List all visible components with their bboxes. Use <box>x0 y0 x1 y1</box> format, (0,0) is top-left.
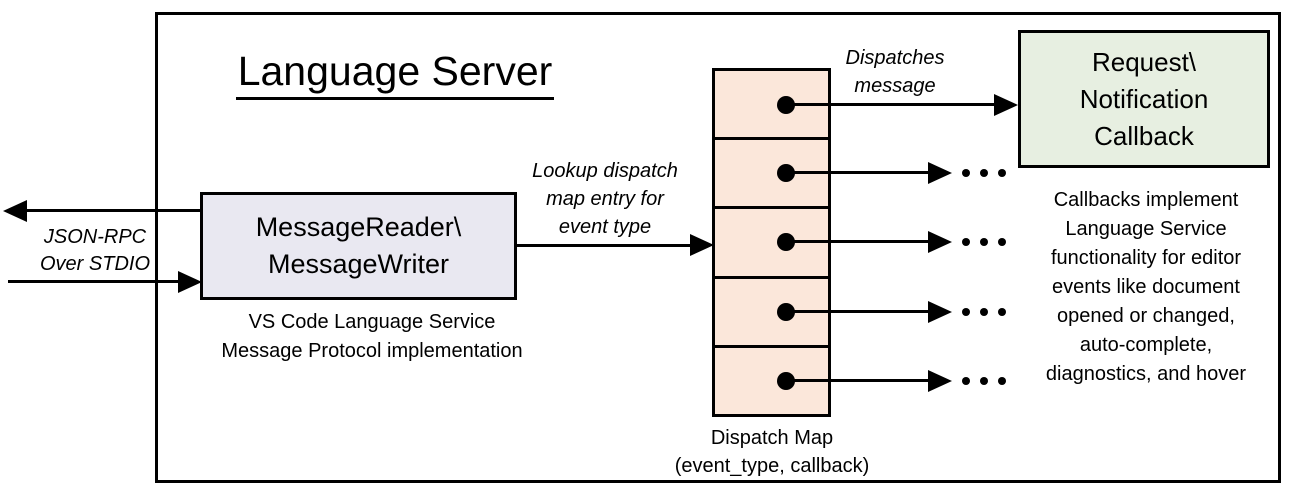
dispatch-map-caption: Dispatch Map (event_type, callback) <box>662 424 882 480</box>
callback-note-line: auto-complete, <box>1079 334 1213 356</box>
page-title: Language Server <box>234 48 556 100</box>
message-box-line2: MessageWriter <box>267 249 450 279</box>
ellipsis-icon <box>962 169 1006 177</box>
stdio-label-line1: JSON-RPC <box>43 226 147 248</box>
lookup-label-line1: Lookup dispatch <box>532 160 678 182</box>
dispatch-arrow-line <box>786 379 930 382</box>
message-box-line1: MessageReader\ <box>255 212 462 242</box>
dispatch-arrow-line <box>786 240 930 243</box>
dispatch-arrowhead-icon <box>928 231 952 253</box>
dispatch-arrow-line <box>786 310 930 313</box>
stdio-label-line2: Over STDIO <box>39 253 150 275</box>
dispatch-arrow-line <box>786 171 930 174</box>
callback-box: Request\ Notification Callback <box>1018 30 1270 168</box>
callback-note-line: diagnostics, and hover <box>1045 363 1247 385</box>
message-box-caption-line1: VS Code Language Service <box>248 311 496 333</box>
dispatch-arrowhead-icon <box>994 94 1018 116</box>
ellipsis-icon <box>962 308 1006 316</box>
lookup-arrowhead-icon <box>690 234 714 256</box>
lookup-label-line3: event type <box>558 216 652 238</box>
message-box-caption: VS Code Language Service Message Protoco… <box>212 308 532 366</box>
dispatches-label-line2: message <box>854 75 936 97</box>
callback-note: Callbacks implement Language Service fun… <box>1008 186 1284 389</box>
language-server-box <box>155 12 1281 483</box>
dispatch-arrowhead-icon <box>928 370 952 392</box>
lookup-label-line2: map entry for <box>546 188 664 210</box>
dispatch-arrowhead-icon <box>928 162 952 184</box>
stdio-in-arrow-line <box>8 280 178 283</box>
stdio-in-arrowhead-icon <box>178 271 202 293</box>
dispatch-map-caption-line2: (event_type, callback) <box>674 455 870 477</box>
ellipsis-icon <box>962 377 1006 385</box>
dispatches-label: Dispatches message <box>828 44 962 100</box>
callback-note-line: Callbacks implement <box>1053 189 1239 211</box>
lookup-label: Lookup dispatch map entry for event type <box>505 157 705 241</box>
callback-note-line: Language Service <box>1065 218 1227 240</box>
ellipsis-icon <box>962 238 1006 246</box>
stdio-label: JSON-RPC Over STDIO <box>15 224 175 278</box>
page-title-text: Language Server <box>235 48 555 100</box>
dispatch-arrowhead-icon <box>928 301 952 323</box>
lookup-arrow-line <box>517 244 692 247</box>
callback-note-line: functionality for editor <box>1050 247 1242 269</box>
callback-box-line2: Notification <box>1079 83 1209 114</box>
callback-note-line: opened or changed, <box>1057 305 1235 327</box>
dispatch-arrow-line <box>786 103 996 106</box>
stdio-out-arrow-line <box>26 209 202 212</box>
dispatches-label-line1: Dispatches <box>845 47 945 69</box>
message-reader-writer-box: MessageReader\ MessageWriter <box>200 192 517 300</box>
dispatch-map-caption-line1: Dispatch Map <box>710 427 834 449</box>
callback-note-line: events like document <box>1052 276 1240 298</box>
callback-box-line1: Request\ <box>1091 46 1197 77</box>
callback-box-line3: Callback <box>1094 120 1194 151</box>
stdio-out-arrowhead-icon <box>3 200 27 222</box>
message-box-caption-line2: Message Protocol implementation <box>221 340 523 362</box>
